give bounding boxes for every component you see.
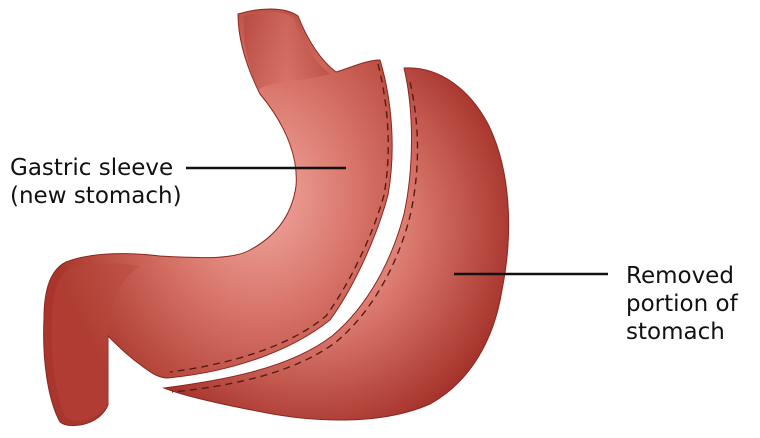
gastric-sleeve-label: Gastric sleeve (new stomach) — [10, 154, 182, 210]
removed-portion-label-line3: stomach — [626, 318, 738, 346]
gastric-sleeve-label-line1: Gastric sleeve — [10, 154, 182, 182]
removed-portion-label: Removed portion of stomach — [626, 262, 738, 346]
gastric-sleeve-label-line2: (new stomach) — [10, 182, 182, 210]
removed-portion-label-line1: Removed — [626, 262, 738, 290]
removed-portion-label-line2: portion of — [626, 290, 738, 318]
